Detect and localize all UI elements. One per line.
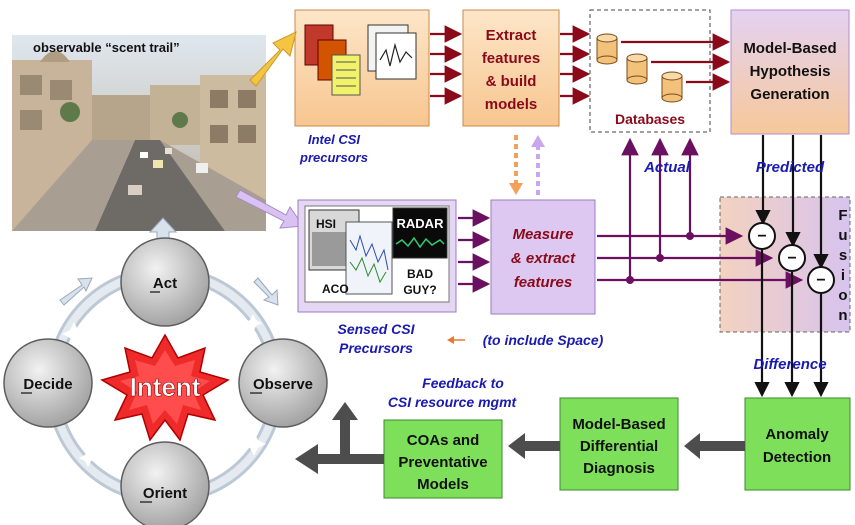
sensor-radar: RADAR: [397, 216, 445, 231]
intel-to-extract-arrows: [430, 25, 463, 105]
measure-line2: & extract: [511, 250, 576, 267]
actual-label: Actual: [643, 159, 691, 176]
actual-signal-lines: [597, 137, 804, 289]
differential-line1: Model-Based: [572, 416, 665, 433]
sensed-label-line2: Precursors: [339, 340, 413, 356]
coas-line1: COAs and: [407, 432, 480, 449]
scent-to-sensed-arrow: [235, 189, 304, 229]
extract-line3: & build: [486, 73, 537, 90]
hypothesis-line2: Hypothesis: [750, 63, 831, 80]
sensor-hsi: HSI: [316, 217, 336, 231]
extract-measure-dashed-arrows: [509, 135, 545, 195]
database-icon: [661, 71, 683, 103]
differential-diagnosis-box: Model-Based Differential Diagnosis: [559, 397, 679, 491]
hypothesis-line1: Model-Based: [743, 40, 836, 57]
hypothesis-generation-box: Model-Based Hypothesis Generation: [730, 9, 850, 135]
scent-to-intel-arrow: [249, 31, 297, 87]
fusion-letter: F: [838, 207, 847, 224]
decide-label: Decide: [23, 376, 72, 393]
comparator: −: [778, 244, 806, 272]
feedback-label-line1: Feedback to: [422, 375, 504, 391]
observe-label: Observe: [253, 376, 313, 393]
fusion-letter: u: [838, 227, 847, 244]
documents-icon: [304, 24, 417, 96]
include-space-label: (to include Space): [483, 332, 604, 348]
diagnosis-to-coas-arrow: [508, 433, 560, 459]
anomaly-detection-box: Anomaly Detection: [744, 397, 851, 491]
difference-signal-lines: [754, 250, 829, 398]
anomaly-line2: Detection: [763, 449, 831, 466]
intel-csi-box: Intel CSI precursors: [294, 9, 430, 165]
database-icon: [626, 53, 648, 85]
databases-box: Databases: [589, 9, 711, 133]
differential-line2: Differential: [580, 438, 658, 455]
measure-features-box: Measure & extract features: [490, 199, 596, 315]
photo-caption: observable “scent trail”: [33, 40, 180, 55]
predicted-signal-lines: [755, 135, 829, 270]
act-label: Act: [153, 275, 177, 292]
coas-box: COAs and Preventative Models: [383, 419, 503, 499]
databases-label: Databases: [615, 111, 685, 127]
sensor-guy: GUY?: [403, 283, 436, 297]
fusion-letter: n: [838, 307, 847, 324]
extract-line1: Extract: [486, 27, 537, 44]
fusion-letter: i: [841, 267, 845, 284]
extract-line2: features: [482, 50, 540, 67]
measure-line3: features: [514, 274, 572, 291]
intent-label: Intent: [130, 372, 201, 402]
sensed-csi-box: HSI RADAR ACO BAD GUY?: [297, 199, 457, 313]
extract-line4: models: [485, 96, 538, 113]
extract-to-db-arrows: [560, 25, 591, 105]
anomaly-to-diagnosis-arrow: [684, 433, 745, 459]
ooda-loop: Intent Act Decide Observe Orient: [3, 217, 328, 525]
minus-symbol: −: [757, 228, 766, 245]
anomaly-line1: Anomaly: [765, 426, 829, 443]
minus-symbol: −: [816, 272, 825, 289]
coas-to-ooda-arrow: [295, 444, 384, 474]
fusion-letter: o: [838, 287, 847, 304]
feedback-label-line2: CSI resource mgmt: [388, 394, 518, 410]
ooda-observe-node: Observe: [238, 338, 328, 428]
intel-label-line1: Intel CSI: [308, 132, 360, 147]
coas-line3: Models: [417, 476, 469, 493]
comparator: −: [748, 222, 776, 250]
loop-arrow-icon: [253, 277, 279, 306]
minus-symbol: −: [787, 250, 796, 267]
sensed-to-measure-arrows: [458, 209, 491, 293]
sensed-label-line1: Sensed CSI: [337, 321, 415, 337]
sensor-bad: BAD: [407, 267, 433, 281]
include-space-arrow: [447, 336, 465, 344]
hypothesis-line3: Generation: [750, 86, 829, 103]
feedback-up-arrow: [332, 402, 358, 454]
junction-dots: [626, 232, 694, 284]
street-scene-photo: observable “scent trail”: [12, 35, 266, 231]
extract-features-box: Extract features & build models: [462, 9, 560, 127]
database-icon: [596, 33, 618, 65]
differential-line3: Diagnosis: [583, 460, 655, 477]
sensor-aco: ACO: [322, 282, 349, 296]
bottom-flow-arrows: [295, 402, 745, 474]
difference-label: Difference: [753, 356, 826, 373]
comparator: −: [807, 266, 835, 294]
db-to-hypothesis-arrows: [621, 33, 731, 91]
coas-line2: Preventative: [398, 454, 487, 471]
ooda-act-node: Act: [120, 237, 210, 327]
ooda-orient-node: Orient: [120, 441, 210, 525]
intel-label-line2: precursors: [299, 150, 368, 165]
ooda-decide-node: Decide: [3, 338, 93, 428]
loop-arrow-icon: [59, 277, 93, 306]
fusion-letter: s: [839, 247, 847, 264]
measure-line1: Measure: [513, 226, 574, 243]
predicted-label: Predicted: [756, 159, 825, 176]
orient-label: Orient: [143, 485, 187, 502]
